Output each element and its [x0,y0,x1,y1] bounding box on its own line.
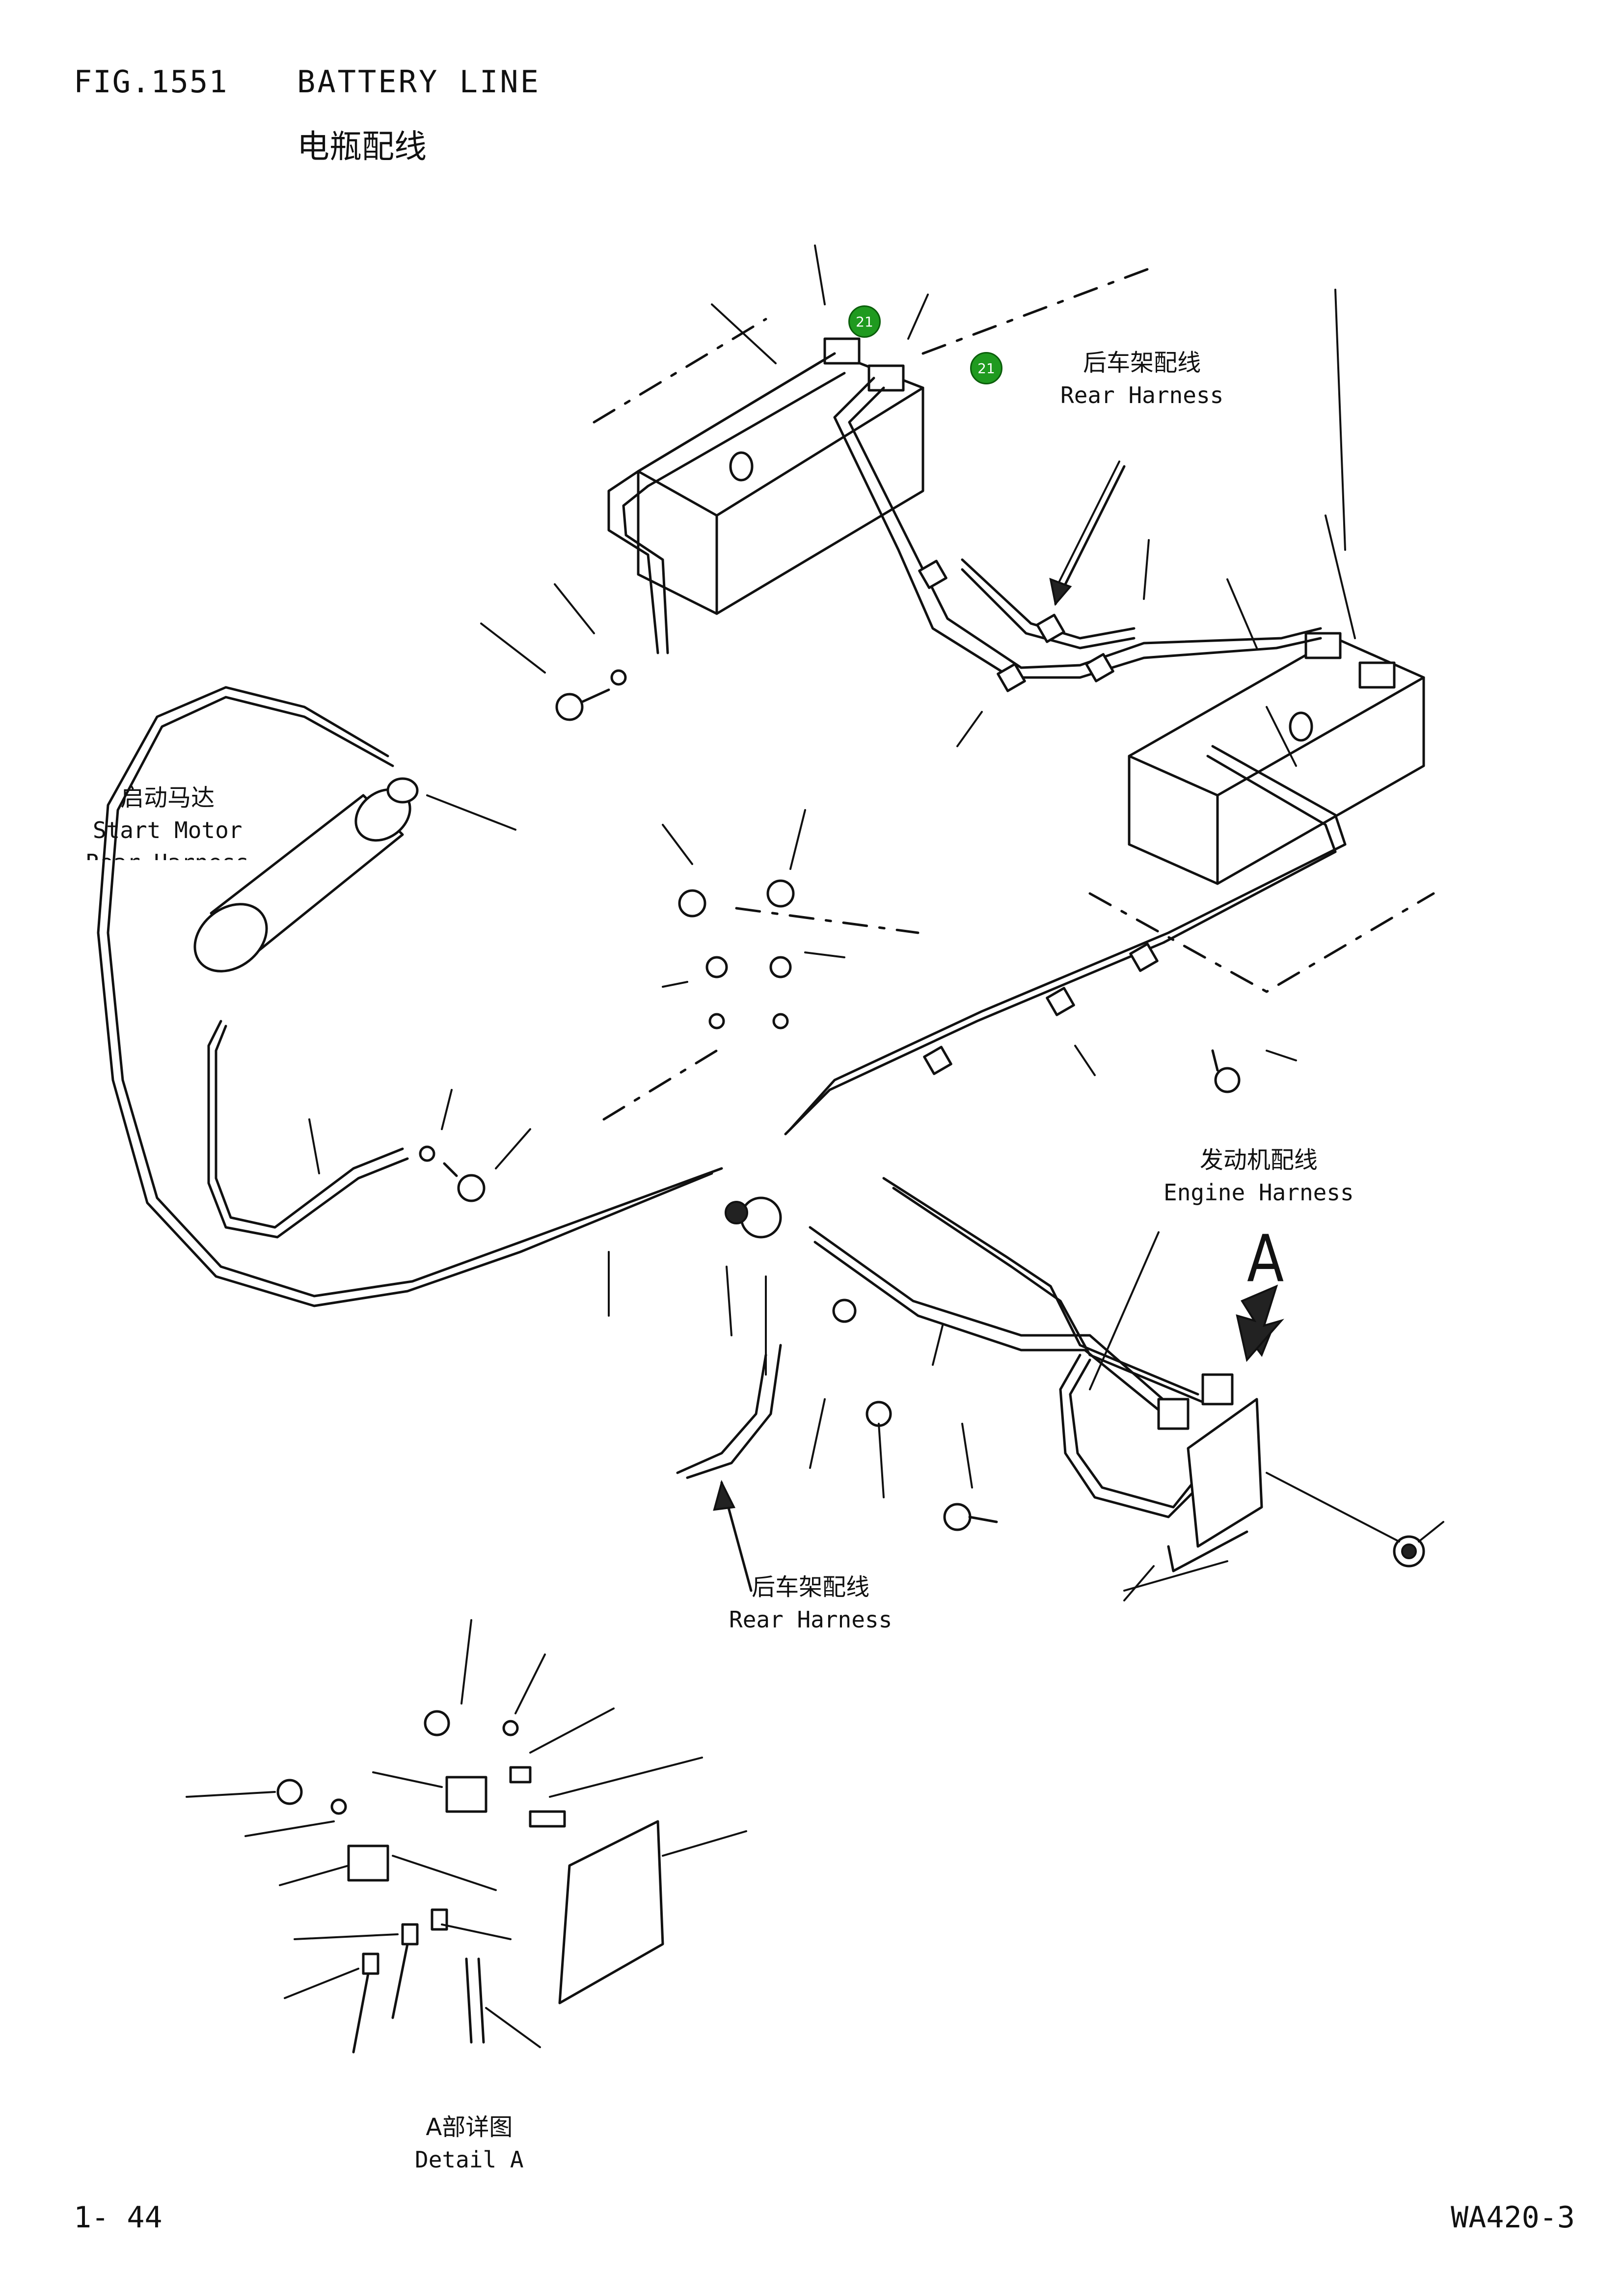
callout-21-a[interactable]: 21 [848,305,881,338]
rear-harness-label-top-en: Rear Harness [1060,382,1224,408]
upper-battery [637,337,924,615]
figure-number: FIG.1551 [74,64,228,100]
detail-a-label-cn: A部详图 [426,2113,513,2141]
battery-box-outline [593,264,1435,1121]
rear-harness-label-top-cn: 后车架配线 [1083,349,1201,377]
fasteners [419,669,1425,1568]
start-motor-label: 启动马达 Start Motor Rear Harness [86,782,249,864]
engine-harness-label-cn: 发动机配线 [1199,1146,1318,1174]
figure-title: BATTERY LINE [297,64,541,100]
detail-a-label: A部详图 Detail A [415,2111,524,2176]
start-motor-label-en: Start Motor [92,817,243,843]
detail-a-label-en: Detail A [415,2146,524,2173]
callout-21-b[interactable]: 21 [970,352,1002,384]
figure-title-chinese: 电瓶配线 [297,128,427,165]
battery-cables [97,352,1347,1518]
lower-battery [1128,632,1425,885]
page-number: 1- 44 [74,2200,162,2235]
rear-harness-label-bottom-cn: 后车架配线 [752,1573,870,1601]
leader-lines [186,244,1444,2048]
arrows [713,465,1284,1592]
start-motor [193,777,419,973]
engine-harness-label-en: Engine Harness [1164,1179,1354,1206]
relay-bracket [1157,1319,1273,1572]
start-motor-label-en2: Rear Harness [86,846,249,860]
start-motor-label-cn: 启动马达 [120,784,215,812]
detail-a-drawing [276,1710,664,2054]
engine-harness-label: 发动机配线 Engine Harness [1164,1144,1354,1209]
cable-clips [918,560,1159,1075]
rear-harness-label-bottom-en: Rear Harness [729,1606,893,1633]
rear-harness-label-bottom: 后车架配线 Rear Harness [729,1571,892,1636]
view-a-marker: A [1247,1221,1284,1297]
rear-harness-label-top: 后车架配线 Rear Harness [1060,347,1223,411]
model-number: WA420-3 [1451,2200,1575,2235]
